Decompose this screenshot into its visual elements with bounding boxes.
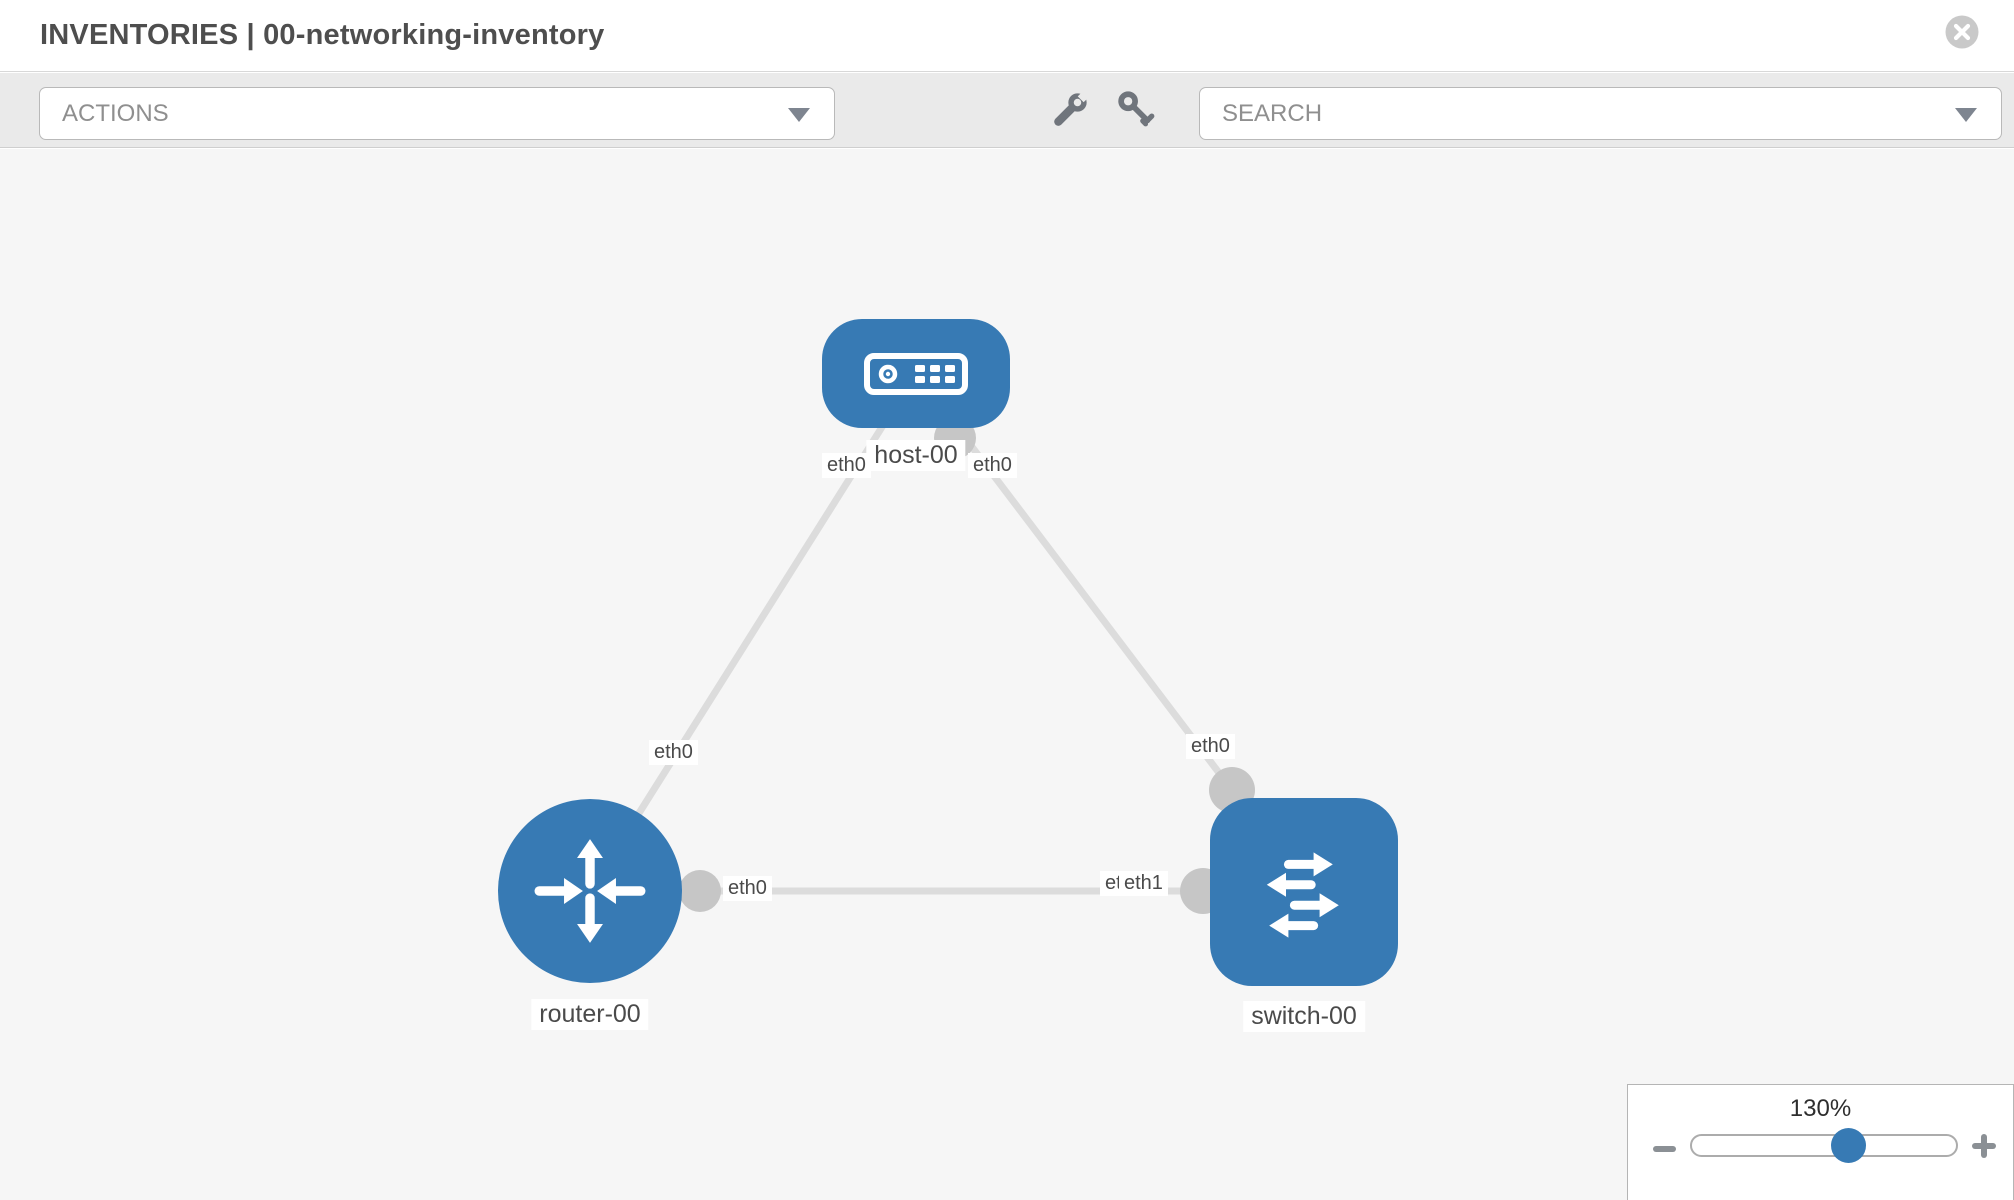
- interface-label-host-switch-switchside: eth0: [1186, 734, 1235, 759]
- chevron-down-icon: [788, 107, 810, 122]
- router-arrows-icon: [534, 839, 646, 943]
- actions-dropdown[interactable]: ACTIONS: [39, 87, 835, 140]
- interface-label-host-router-hostside: eth0: [822, 453, 871, 478]
- actions-dropdown-label: ACTIONS: [62, 99, 169, 127]
- wrench-icon: [1054, 91, 1089, 126]
- close-button[interactable]: [1945, 15, 1979, 49]
- node-host-00[interactable]: [822, 319, 1010, 428]
- topology-canvas[interactable]: host-00 router-00 switch-00 eth0 eth0 et…: [0, 149, 2014, 1200]
- node-label-router: router-00: [531, 999, 649, 1030]
- server-icon: [864, 352, 968, 395]
- wrench-button[interactable]: [1046, 84, 1094, 136]
- interface-label-host-router-routerside: eth0: [649, 740, 698, 765]
- search-dropdown-label: SEARCH: [1222, 99, 1323, 127]
- zoom-out-button[interactable]: [1648, 1131, 1680, 1157]
- zoom-slider[interactable]: [1690, 1128, 1958, 1163]
- chevron-down-icon: [1955, 107, 1977, 122]
- interface-label-router-switch-switchside: eth1: [1119, 871, 1168, 896]
- interface-label-host-switch-hostside: eth0: [968, 453, 1017, 478]
- page-title: INVENTORIES | 00-networking-inventory: [40, 19, 605, 51]
- key-button[interactable]: [1112, 84, 1160, 136]
- port-circle-router: [679, 870, 721, 912]
- switch-arrows-icon: [1266, 852, 1339, 938]
- interface-label-router-switch-routerside: eth0: [723, 876, 772, 901]
- minus-icon: [1652, 1146, 1676, 1152]
- key-icon: [1118, 91, 1155, 127]
- header: INVENTORIES | 00-networking-inventory: [0, 0, 2014, 72]
- plus-icon: [1971, 1133, 1997, 1159]
- node-router-00[interactable]: [498, 799, 682, 983]
- zoom-in-button[interactable]: [1968, 1131, 2000, 1161]
- zoom-slider-thumb[interactable]: [1831, 1128, 1866, 1163]
- zoom-level-value: 130%: [1789, 1095, 1852, 1122]
- topology-links-layer: [587, 370, 1304, 914]
- zoom-panel: 130%: [1627, 1084, 2014, 1200]
- node-switch-00[interactable]: [1210, 798, 1398, 986]
- toolbar: ACTIONS SEARCH: [0, 73, 2014, 148]
- node-label-host: host-00: [866, 440, 966, 471]
- node-label-switch: switch-00: [1243, 1001, 1365, 1032]
- close-icon: [1945, 15, 1979, 49]
- search-dropdown[interactable]: SEARCH: [1199, 87, 2002, 140]
